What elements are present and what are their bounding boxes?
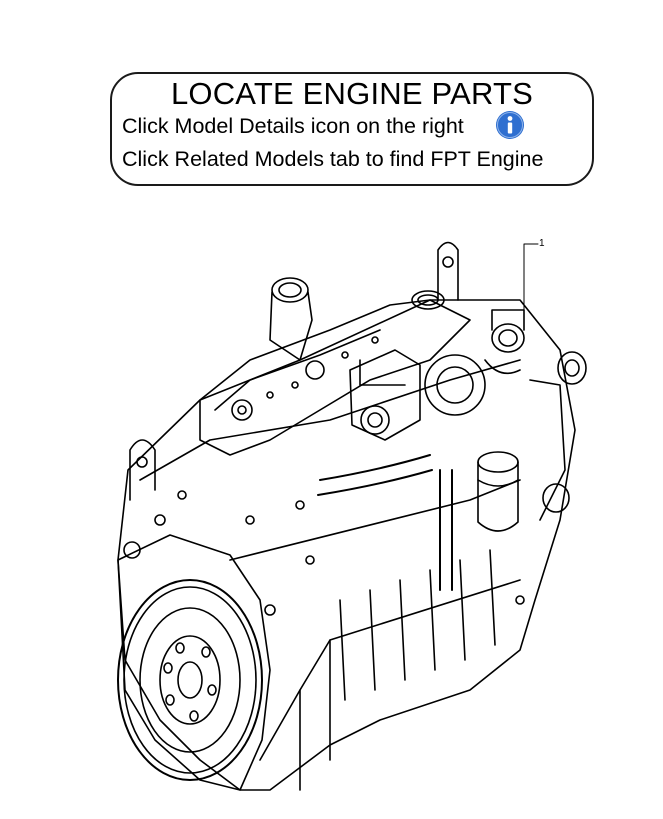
turbocharger [424,309,525,416]
water-pump [529,351,587,521]
info-icon[interactable] [495,110,525,140]
instruction-box: LOCATE ENGINE PARTS Click Model Details … [110,72,594,186]
engine-block [117,299,576,791]
thermostat-housing [269,277,313,361]
callout-leader [523,243,539,313]
oil-filler-cap [411,290,445,310]
notice-line-model-details: Click Model Details icon on the right [122,114,464,138]
bolt-set [123,490,525,616]
notice-line-related-models: Click Related Models tab to find FPT Eng… [122,147,544,171]
valve-cover [199,299,471,456]
throttle-body [349,349,421,441]
flywheel [117,579,263,781]
flywheel-housing [117,534,271,791]
lifting-eye [129,241,459,501]
notice-title: LOCATE ENGINE PARTS [170,76,534,111]
coolant-pipe [317,454,453,591]
callout-label: 1 [539,238,545,249]
oil-filter [477,451,519,532]
